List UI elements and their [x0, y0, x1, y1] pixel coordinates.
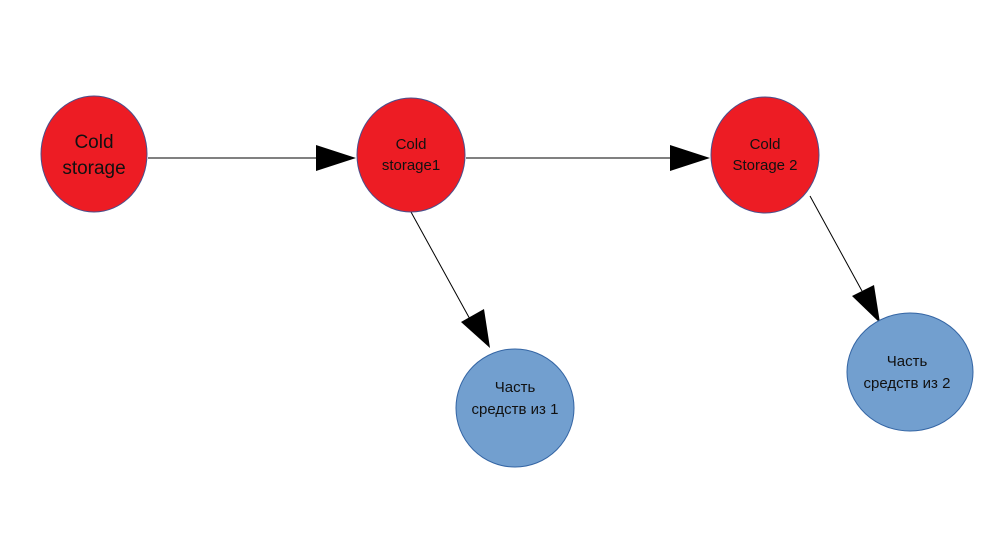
- node-cold-storage-1: Cold storage1: [356, 97, 466, 213]
- node-part-from-2-line1: Часть: [887, 353, 928, 370]
- node-cold-storage-1-shape: [356, 97, 466, 213]
- arrowhead-part-from-2: [852, 285, 880, 323]
- node-part-from-1: Часть средств из 1: [455, 348, 575, 468]
- node-cold-storage: Cold storage: [40, 95, 148, 213]
- node-part-from-1-line2: средств из 1: [472, 401, 559, 418]
- node-cold-storage-line2: storage: [62, 158, 125, 179]
- edges: [148, 145, 880, 348]
- node-cold-storage-shape: [40, 95, 148, 213]
- node-cold-storage-line1: Cold: [74, 132, 113, 153]
- node-part-from-2-shape: [846, 312, 974, 432]
- arrowhead-cold-storage-2: [670, 145, 710, 171]
- node-cold-storage-2: Cold Storage 2: [710, 96, 820, 214]
- arrowhead-part-from-1: [461, 309, 490, 348]
- node-cold-storage-2-shape: [710, 96, 820, 214]
- node-part-from-1-line1: Часть: [495, 379, 536, 396]
- node-part-from-1-shape: [455, 348, 575, 468]
- node-cold-storage-2-line1: Cold: [750, 136, 781, 153]
- node-part-from-2: Часть средств из 2: [846, 312, 974, 432]
- arrowhead-cold-storage-1: [316, 145, 356, 171]
- node-cold-storage-1-line2: storage1: [382, 157, 440, 174]
- edge-cold-storage-2-to-part-from-2: [809, 195, 863, 292]
- node-part-from-2-line2: средств из 2: [864, 375, 951, 392]
- node-cold-storage-1-line1: Cold: [396, 136, 427, 153]
- edge-cold-storage-1-to-part-from-1: [410, 211, 472, 322]
- node-cold-storage-2-line2: Storage 2: [732, 157, 797, 174]
